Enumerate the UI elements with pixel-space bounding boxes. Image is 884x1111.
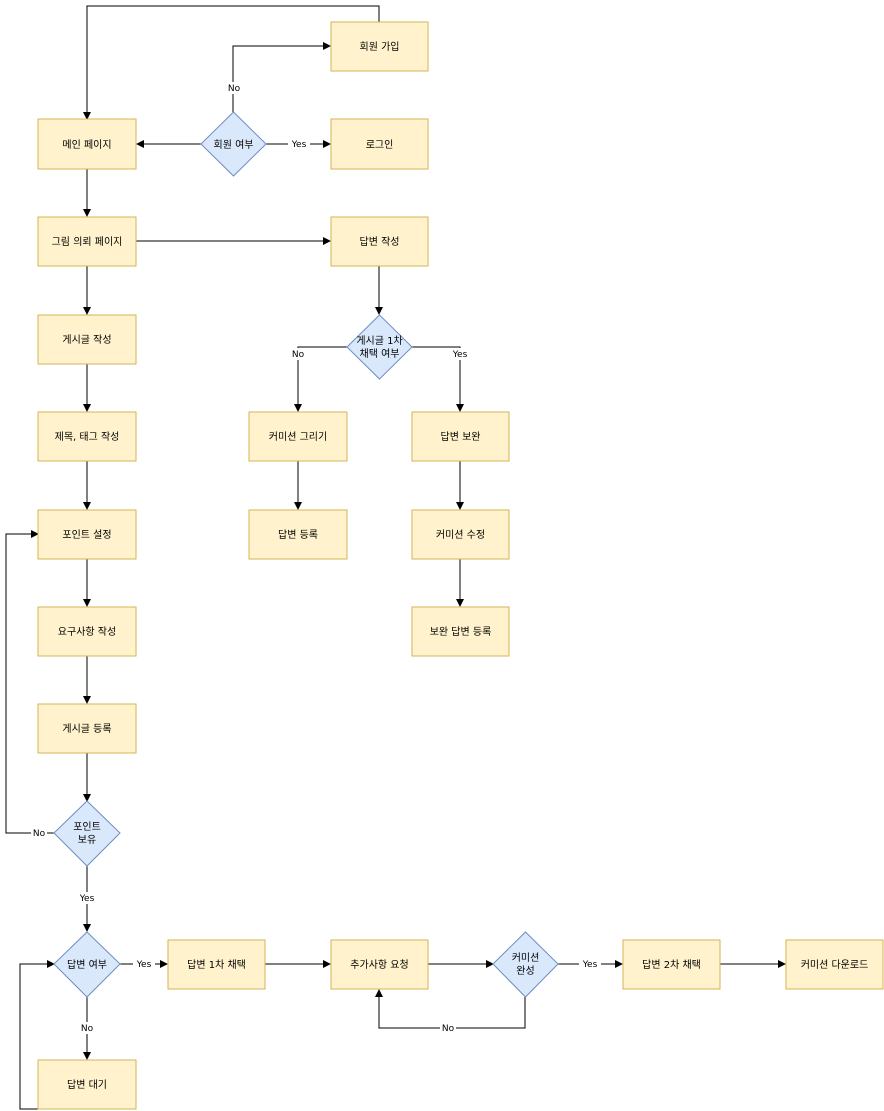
node-main-page-label: 메인 페이지 <box>62 139 111 151</box>
node-login[interactable]: 로그인 <box>330 118 429 170</box>
node-supplement-register[interactable]: 보완 답변 등록 <box>411 606 510 657</box>
node-post-register[interactable]: 게시글 등록 <box>37 703 137 754</box>
decision-member[interactable]: 회원 여부 <box>200 111 267 177</box>
decision-complete-line2: 완성 <box>516 965 534 977</box>
node-supplement-register-label: 보완 답변 등록 <box>430 626 492 638</box>
decision-member-label: 회원 여부 <box>214 139 254 151</box>
decision-answer-label: 답변 여부 <box>67 959 107 971</box>
label-member-no: No <box>228 84 241 94</box>
node-login-label: 로그인 <box>366 139 394 151</box>
edge-point-no <box>5 530 54 834</box>
decision-complete-line1: 커미션 <box>512 952 540 964</box>
node-answer-write-label: 답변 작성 <box>360 236 400 248</box>
node-requirements[interactable]: 요구사항 작성 <box>37 606 137 657</box>
node-commission-draw[interactable]: 커미션 그리기 <box>248 411 348 462</box>
node-first-adopt-label: 답변 1차 채택 <box>187 959 246 971</box>
edge-adopt-no <box>294 346 347 412</box>
label-adopt-no: No <box>292 350 305 360</box>
decision-point-line1: 포인트 <box>73 821 101 833</box>
decision-point[interactable]: 포인트 보유 <box>53 800 121 867</box>
node-answer-register-label: 답변 등록 <box>278 529 318 541</box>
node-answer-wait-label: 답변 대기 <box>67 1079 107 1091</box>
decision-answer[interactable]: 답변 여부 <box>53 931 121 998</box>
node-request-page-label: 그림 의뢰 페이지 <box>52 236 123 248</box>
edge-adopt-yes <box>412 346 464 412</box>
node-answer-register[interactable]: 답변 등록 <box>248 509 348 560</box>
node-signup-label: 회원 가입 <box>360 40 400 53</box>
decision-point-line2: 보유 <box>78 834 96 846</box>
node-signup[interactable]: 회원 가입 <box>330 21 429 72</box>
label-point-yes: Yes <box>79 894 95 904</box>
node-download[interactable]: 커미션 다운로드 <box>785 939 884 990</box>
node-point-setting[interactable]: 포인트 설정 <box>37 509 137 560</box>
node-second-adopt[interactable]: 답변 2차 채택 <box>622 939 721 990</box>
node-title-tag[interactable]: 제목, 태그 작성 <box>37 411 137 462</box>
label-adopt-yes: Yes <box>452 350 468 360</box>
node-main-page[interactable]: 메인 페이지 <box>37 118 137 170</box>
edge-wait-to-answercheck <box>19 960 55 1110</box>
label-answer-yes: Yes <box>136 960 152 970</box>
label-member-yes: Yes <box>291 140 307 150</box>
label-point-no: No <box>33 829 46 839</box>
edge-labels: No Yes No Yes No Yes Yes No Yes No <box>31 82 601 1034</box>
label-complete-yes: Yes <box>582 960 598 970</box>
node-answer-wait[interactable]: 답변 대기 <box>37 1059 137 1110</box>
node-first-adopt[interactable]: 답변 1차 채택 <box>167 939 266 990</box>
node-title-tag-label: 제목, 태그 작성 <box>55 431 120 443</box>
node-post-write-label: 게시글 작성 <box>62 334 111 346</box>
node-post-register-label: 게시글 등록 <box>62 723 111 735</box>
decision-first-adopt-line1: 게시글 1차 <box>356 335 402 347</box>
node-request-page[interactable]: 그림 의뢰 페이지 <box>37 216 137 267</box>
label-complete-no: No <box>442 1024 455 1034</box>
node-answer-supplement-label: 답변 보완 <box>441 431 481 443</box>
node-commission-draw-label: 커미션 그리기 <box>269 431 327 443</box>
decision-first-adopt-line2: 채택 여부 <box>360 348 400 360</box>
edge-signup-to-main <box>83 5 380 120</box>
label-answer-no: No <box>81 1024 94 1034</box>
node-commission-edit-label: 커미션 수정 <box>436 529 485 541</box>
node-second-adopt-label: 답변 2차 채택 <box>642 959 701 971</box>
decision-first-adopt[interactable]: 게시글 1차 채택 여부 <box>346 314 413 380</box>
node-extra-request-label: 추가사항 요청 <box>350 959 408 971</box>
node-post-write[interactable]: 게시글 작성 <box>37 314 137 365</box>
node-requirements-label: 요구사항 작성 <box>58 626 116 638</box>
node-commission-edit[interactable]: 커미션 수정 <box>411 509 510 560</box>
decision-complete[interactable]: 커미션 완성 <box>492 931 559 998</box>
node-answer-supplement[interactable]: 답변 보완 <box>411 411 510 462</box>
node-answer-write[interactable]: 답변 작성 <box>330 216 429 267</box>
node-extra-request[interactable]: 추가사항 요청 <box>330 939 429 990</box>
node-download-label: 커미션 다운로드 <box>801 959 869 971</box>
edge-member-no <box>232 42 331 112</box>
node-point-setting-label: 포인트 설정 <box>62 529 111 541</box>
